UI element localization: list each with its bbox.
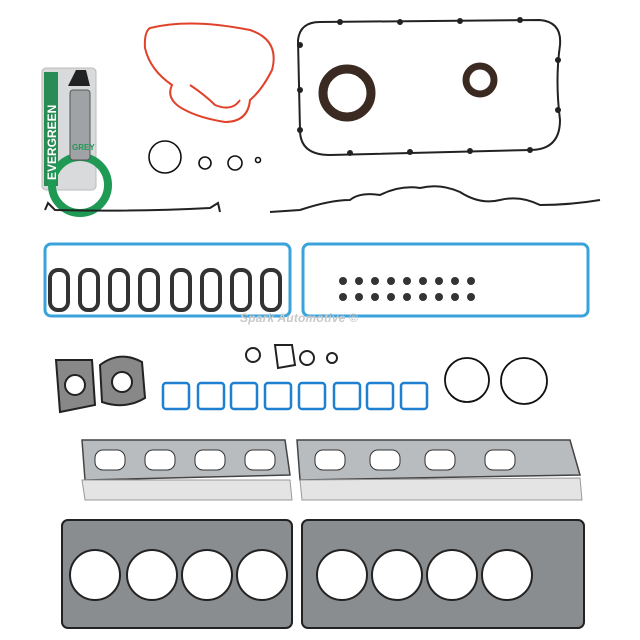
small-gaskets <box>245 344 338 370</box>
o-ring-large-left <box>444 357 490 403</box>
intake-seal <box>365 381 395 411</box>
valve-stem-seal <box>467 277 475 285</box>
valve-stem-seal <box>339 293 347 301</box>
valve-stem-seal <box>339 277 347 285</box>
rear-cover-gasket-left <box>44 201 221 213</box>
intake-seals <box>161 381 429 411</box>
valve-stem-seal <box>435 277 443 285</box>
head-gasket-left <box>61 519 293 629</box>
valve-stem-seal <box>371 293 379 301</box>
valve-stem-seal <box>403 277 411 285</box>
intake-seal <box>297 381 327 411</box>
exhaust-manifold-gasket-right <box>296 439 583 501</box>
valve-stem-seal <box>419 277 427 285</box>
rear-cover-gasket-right <box>269 185 601 213</box>
valley-gasket-left <box>43 242 292 318</box>
timing-cover-gasket <box>296 17 562 157</box>
intake-seal <box>196 381 226 411</box>
sealant-brand-text: EVERGREEN <box>45 105 59 180</box>
valve-stem-seal <box>387 293 395 301</box>
orange-gasket <box>143 22 275 124</box>
valve-stem-seal <box>467 293 475 301</box>
valve-stem-seal <box>355 277 363 285</box>
valve-stem-seal <box>451 293 459 301</box>
valve-stem-seal <box>387 277 395 285</box>
valve-stem-seal <box>403 293 411 301</box>
valve-stem-seal <box>419 293 427 301</box>
o-ring-large-right <box>500 357 548 405</box>
valve-stem-seal <box>355 293 363 301</box>
sealant-color-text: GREY <box>72 143 95 152</box>
head-gasket-right <box>301 519 585 629</box>
valve-stem-seal <box>451 277 459 285</box>
o-rings-small <box>148 140 262 174</box>
watermark: Spark Automotive © <box>240 311 359 325</box>
intake-seal <box>399 381 429 411</box>
exhaust-manifold-gasket-left <box>81 439 293 501</box>
sealant-package: EVERGREEN GREY <box>41 67 112 217</box>
intake-seal <box>229 381 259 411</box>
valley-gasket-right <box>301 242 590 318</box>
valve-stem-seal <box>371 277 379 285</box>
valve-stem-seal <box>435 293 443 301</box>
intake-seal <box>263 381 293 411</box>
intake-seal <box>161 381 191 411</box>
intake-seal <box>332 381 362 411</box>
